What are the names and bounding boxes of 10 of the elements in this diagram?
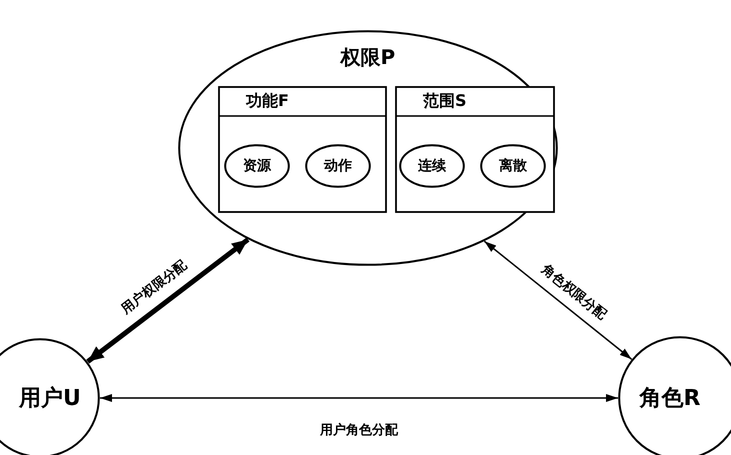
resource-ellipse: 资源 xyxy=(224,144,290,188)
arrow xyxy=(484,240,632,360)
action-ellipse: 动作 xyxy=(305,144,371,188)
discrete-ellipse: 离散 xyxy=(480,144,546,188)
continuous-ellipse: 连续 xyxy=(399,144,465,188)
arrow xyxy=(100,394,618,402)
scope-box: 范围S 连续 离散 xyxy=(395,86,555,213)
arrow xyxy=(86,237,250,364)
edge-label: 用户角色分配 xyxy=(319,421,399,439)
function-box: 功能F 资源 动作 xyxy=(218,86,387,213)
